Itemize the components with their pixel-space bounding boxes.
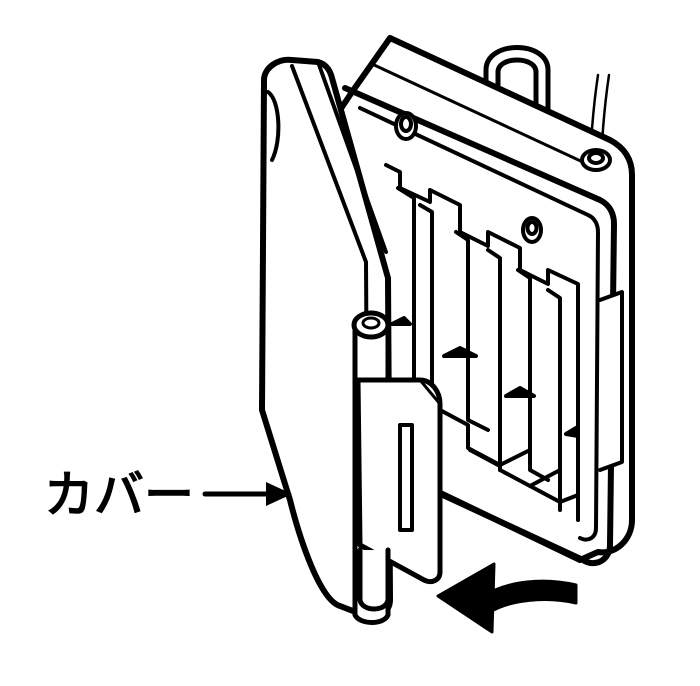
latch-plate [355, 377, 443, 585]
leader-arrow-icon [202, 482, 292, 506]
battery-slots [384, 163, 580, 522]
mounting-hole-upper [394, 111, 418, 141]
wire-grommet [580, 148, 612, 172]
cover-label: カバー [44, 466, 194, 524]
hinge-knuckle-lower [357, 547, 391, 612]
mounting-hole-lower [521, 216, 543, 244]
swing-direction-arrow-icon [436, 562, 578, 634]
